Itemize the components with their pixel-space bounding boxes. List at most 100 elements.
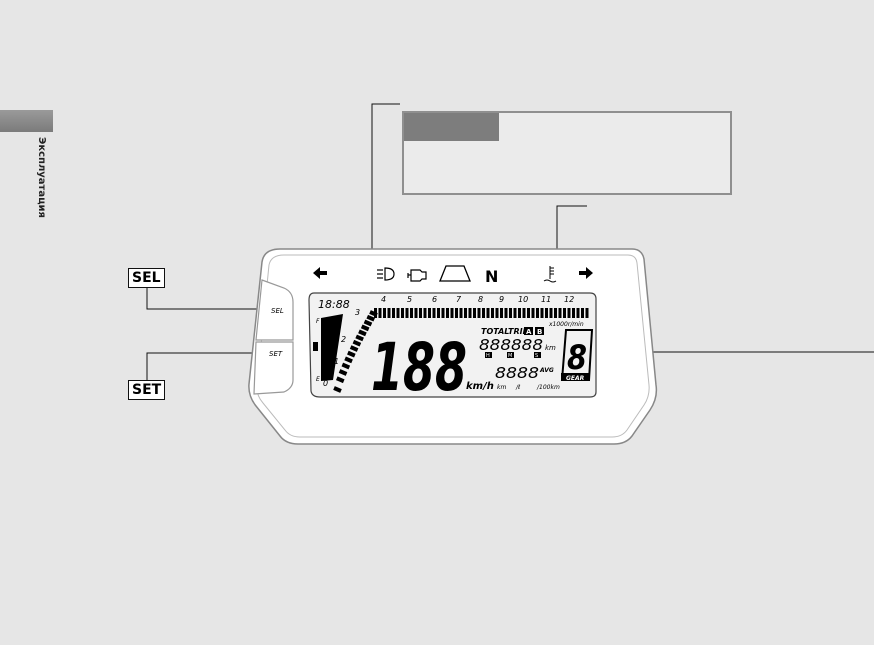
callout-header [404,113,499,141]
neutral-indicator: N [485,267,498,286]
avg-label: AVG [539,367,554,374]
tachometer-bar [333,308,589,393]
tach-segment [576,308,580,318]
section-label: Эксплуатация [36,137,47,218]
sel-side-button[interactable] [255,279,294,341]
speed-display: 188 [371,329,467,406]
tach-segment [558,308,562,318]
time-s-badge [534,352,541,358]
set-button-label: SET [128,380,166,400]
engine-check-icon [407,269,427,282]
tach-segment [428,308,431,318]
tach-segment [554,308,557,318]
tach-segment [383,308,386,318]
tach-segment [531,308,535,318]
tach-segment [358,329,367,337]
tach-number-2: 2 [341,335,346,344]
odometer-unit: km [545,344,556,352]
tach-segment [396,308,400,318]
clock-display: 18:88 [318,298,350,311]
tach-segment [518,308,521,318]
tach-segment [459,308,463,318]
unit-per-liter-label: /ℓ [515,384,521,391]
time-s-label: S [535,353,538,359]
set-side-button[interactable] [253,341,294,395]
time-h-label: H [486,353,490,359]
section-tab [0,110,53,132]
tach-number-6: 6 [432,295,437,304]
tach-segment [366,314,376,322]
tach-segment [387,308,391,318]
tach-segment [405,308,409,318]
left-turn-icon [313,267,327,279]
rpm-unit-label: x1000r/min [548,321,584,328]
trip-b-label: B [537,328,542,336]
tach-number-0: 0 [323,379,328,388]
time-h-badge [485,352,492,358]
tach-number-7: 7 [456,295,462,304]
tach-segment [513,308,517,318]
gear-digit: 8 [567,338,587,378]
leader-tach-bar [371,103,400,306]
tach-number-3: 3 [355,308,360,317]
fuel-consumption-display: 8888 [495,364,539,382]
sel-button-label: SEL [128,268,165,288]
tach-segment [378,308,382,318]
tach-segment [486,308,490,318]
tach-segment [347,350,356,358]
tach-segment [495,308,499,318]
right-turn-icon [579,267,593,279]
speed-unit: km/h [466,381,494,392]
tach-segment [563,308,566,318]
fuel-pump-icon [313,342,318,351]
tach-segment [423,308,427,318]
tach-segment [473,308,476,318]
fuel-full-label: F [316,318,320,325]
tach-segment [341,362,351,370]
callout-box [402,111,732,195]
tach-segment [527,308,530,318]
tach-segment [338,369,348,376]
tach-segment [333,386,342,393]
tach-segment [419,308,422,318]
tach-number-10: 10 [518,295,528,304]
unit-km-label: km [497,384,506,391]
coolant-temperature-icon [543,266,557,283]
tach-segment [441,308,445,318]
tach-segment [500,308,503,318]
tach-segment [414,308,418,318]
tach-number-1: 1 [334,357,339,366]
tach-segment [464,308,467,318]
tach-number-4: 4 [381,295,386,304]
tach-number-12: 12 [564,295,574,304]
tach-segment [363,319,373,327]
tach-segment [437,308,440,318]
tach-segment [360,324,370,332]
tach-segment [549,308,553,318]
sel-small-label: SEL [271,307,284,315]
tach-segment [374,308,377,318]
tach-segment [392,308,395,318]
tach-segment [504,308,508,318]
tach-segment [540,308,544,318]
trip-a-badge [524,327,533,335]
time-m-badge [507,352,514,358]
headlight-high-beam-icon [377,267,395,281]
tach-segment [491,308,494,318]
fuel-empty-label: E [316,376,320,383]
total-trip-label: TOTALTRIP [481,327,529,336]
tach-number-8: 8 [478,295,483,304]
tach-segment [432,308,436,318]
tach-segment [446,308,449,318]
tach-segment [545,308,548,318]
time-m-label: M [508,353,512,359]
tach-segment [468,308,472,318]
ignition-indicator-icon [439,265,471,282]
unit-per-100km-label: /100km [536,384,560,391]
tach-segment [567,308,571,318]
lcd-panel [308,292,597,398]
tach-segment [509,308,512,318]
tach-segment [349,345,359,352]
tach-segment [410,308,413,318]
